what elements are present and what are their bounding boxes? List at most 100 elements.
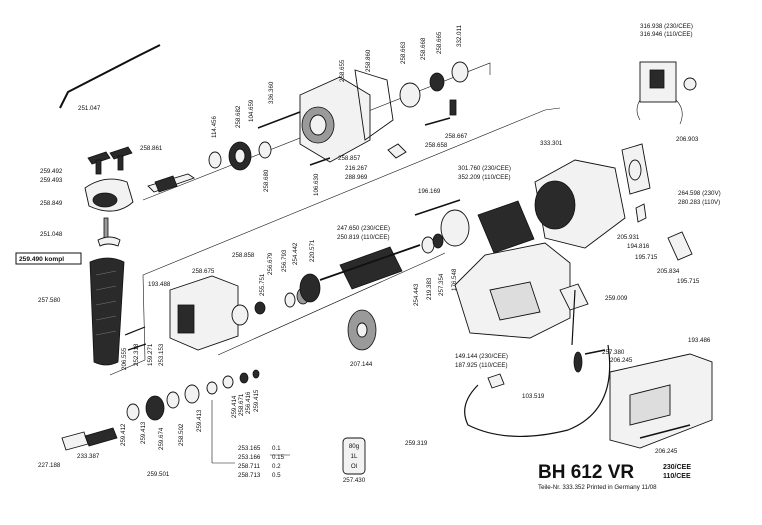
label-258675: 258.675 [192,268,215,275]
label-255751: 255.751 [259,273,266,296]
label-259412: 259.412 [120,423,127,446]
label-259413a: 259.413 [140,421,147,444]
label-206245b: 206.245 [655,448,678,455]
label-195715a: 195.715 [635,254,658,261]
label-258668: 258.668 [420,37,427,60]
label-256679: 256.679 [267,252,274,275]
label-233387: 233.387 [77,453,100,460]
side-handle-group [59,44,161,366]
part-labels-vertical: 114.456 258.682 104.659 258.680 336.360 … [120,25,463,450]
label-258667: 258.667 [445,133,468,140]
label-259501: 259.501 [147,471,170,478]
shim-size-0: 0.1 [272,445,281,452]
label-264598: 264.598 (230V) [678,190,721,197]
shim-table: 253.165 0.1 253.166 0.15 258.711 0.2 258… [238,445,285,479]
shim-part-1: 253.166 [238,454,261,461]
grease-can: 80g 1L Ol 257.430 [342,437,366,484]
gearcase-group [124,275,266,351]
grease-can-line1: 80g [349,443,360,450]
label-259674: 259.674 [158,427,165,450]
label-247650: 247.650 (230/CEE) [337,225,390,232]
label-258665: 258.665 [436,31,443,54]
assembly-frame-lines [109,62,561,464]
label-259415: 259.415 [253,389,260,412]
part-labels: 251.047 259.492 259.493 258.849 251.048 … [38,23,721,478]
label-256793: 256.793 [281,249,288,272]
label-176548: 176.548 [451,268,458,291]
label-149144: 149.144 (230/CEE) [455,353,508,360]
label-205834: 205.834 [657,268,680,275]
shim-part-3: 258.713 [238,472,261,479]
label-333301: 333.301 [540,140,563,147]
label-219383: 219.383 [426,277,433,300]
label-104659: 104.659 [248,99,255,122]
label-352209: 352.209 (110/CEE) [458,174,511,181]
label-251047: 251.047 [78,105,101,112]
label-254442: 254.442 [292,242,299,265]
label-194816: 194.816 [627,243,650,250]
grease-can-line3: Ol [351,463,357,470]
label-250819: 250.819 (110/CEE) [337,234,390,241]
label-288969: 288.969 [345,174,368,181]
armature-group [284,233,444,351]
label-196169: 196.169 [418,188,441,195]
label-193486: 193.486 [688,337,711,344]
label-220571: 220.571 [309,239,316,262]
label-258858: 258.858 [232,252,255,259]
label-316946: 316.946 (110/CEE) [640,31,693,38]
gear-housing-group [147,61,469,193]
label-256416: 256.416 [245,391,252,414]
label-227188: 227.188 [38,462,61,469]
label-259493: 259.493 [40,177,63,184]
label-114456: 114.456 [211,116,218,138]
title-block: BH 612 VR 230/CEE 110/CEE Teile-Nr. 333.… [538,462,691,491]
grease-can-part: 257.430 [343,477,366,484]
label-195715b: 195.715 [677,278,700,285]
voltage-230: 230/CEE [663,464,691,471]
label-258680: 258.680 [263,169,270,192]
label-259319: 259.319 [405,440,428,447]
label-258682: 258.682 [235,105,242,128]
label-207144: 207.144 [350,361,373,368]
label-336360: 336.360 [268,81,275,104]
label-258663: 258.663 [400,41,407,64]
power-cable-group [464,289,611,438]
label-216267: 216.267 [345,165,368,172]
switch-module-group [636,61,697,125]
label-316938: 316.938 (230/CEE) [640,23,693,30]
label-258849: 258.849 [40,200,63,207]
label-206555: 206.555 [121,347,128,370]
handle-housing-group [454,242,713,449]
label-258658: 258.658 [425,142,448,149]
label-258671: 258.671 [238,393,245,416]
label-251048: 251.048 [40,231,63,238]
label-259413b: 259.413 [196,409,203,432]
label-187925: 187.925 (110/CEE) [455,362,508,369]
label-258861: 258.861 [140,145,163,152]
label-254443: 254.443 [413,283,420,306]
shim-part-2: 258.711 [238,463,260,470]
label-258655: 258.655 [339,59,346,82]
label-259492: 259.492 [40,168,63,175]
motor-housing-group [414,143,693,261]
label-258502: 258.502 [178,423,185,446]
label-258860: 258.860 [365,49,372,72]
label-332011: 332.011 [456,25,463,47]
spindle-group [61,369,260,451]
label-253153: 253.153 [158,343,165,366]
voltage-110: 110/CEE [663,473,691,480]
label-259414: 259.414 [231,395,238,418]
label-257354: 257.354 [438,273,445,296]
label-257580: 257.580 [38,297,61,304]
label-252318: 252.318 [133,343,140,366]
label-258857: 258.857 [338,155,361,162]
kit-callout-label: 259.490 kompl [19,256,64,263]
label-106630: 106.630 [313,173,320,196]
label-103519: 103.519 [522,393,545,400]
footer-text: Teile-Nr. 333.352 Printed in Germany 11/… [538,484,657,491]
label-257380: 257.380 [602,349,625,356]
label-301760: 301.760 (230/CEE) [458,165,511,172]
label-193488a: 193.488 [148,281,171,288]
label-259009: 259.009 [605,295,628,302]
